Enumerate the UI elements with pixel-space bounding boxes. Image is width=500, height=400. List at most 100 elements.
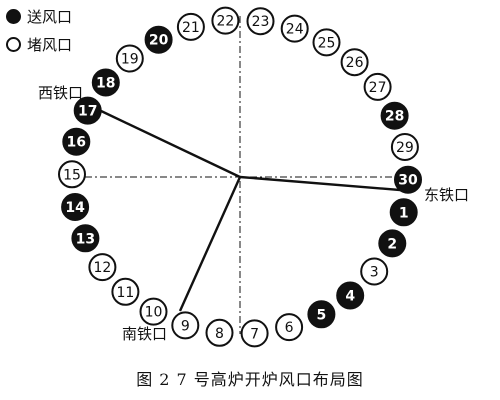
legend-supply-label: 送风口	[27, 8, 73, 26]
blocked-tuyere-circle	[211, 6, 240, 35]
tuyere-11: 11	[111, 277, 140, 306]
figure-caption: 图 2 7 号高炉开炉风口布局图	[136, 370, 364, 389]
tuyere-number: 2	[387, 236, 397, 252]
tuyere-number: 20	[149, 33, 169, 49]
tuyere-3: 3	[360, 257, 389, 286]
blocked-tuyere-circle	[240, 319, 269, 348]
tuyere-number: 26	[346, 55, 364, 71]
tuyere-23: 23	[246, 7, 275, 36]
tuyere-number: 18	[96, 76, 115, 92]
supply-tuyere-circle	[71, 224, 100, 253]
blocked-tuyere-circle	[340, 48, 369, 77]
blocked-tuyere-circle	[139, 297, 168, 326]
tuyere-number: 25	[318, 35, 336, 51]
west-taphole-line	[98, 108, 241, 179]
blocked-tuyere-circle	[280, 14, 309, 43]
tuyere-number: 29	[396, 140, 414, 156]
supply-tuyere-circle	[307, 300, 336, 329]
supply-tuyere-circle	[380, 101, 409, 130]
tuyere-number: 22	[216, 14, 234, 30]
tuyere-2: 2	[378, 229, 407, 258]
tuyere-number: 24	[286, 22, 304, 38]
supply-tuyere-circle	[73, 96, 102, 125]
tuyere-12: 12	[88, 253, 117, 282]
tuyere-number: 6	[285, 320, 294, 336]
supply-tuyere-circle	[62, 127, 91, 156]
east-taphole-line	[239, 175, 413, 193]
tuyere-7: 7	[240, 319, 269, 348]
tuyere-13: 13	[71, 224, 100, 253]
tuyere-number: 10	[145, 305, 163, 321]
tuyere-29: 29	[390, 133, 419, 161]
tuyere-22: 22	[211, 6, 240, 35]
tuyere-number: 14	[65, 200, 85, 216]
legend-blocked: 堵风口	[6, 34, 72, 55]
south-taphole-label: 南铁口	[122, 325, 168, 343]
blocked-tuyere-circle	[275, 313, 304, 342]
tuyere-number: 27	[369, 80, 387, 96]
open-circle-icon	[6, 37, 21, 52]
supply-tuyere-circle	[91, 68, 120, 97]
blocked-tuyere-circle	[360, 257, 389, 286]
tuyere-number: 1	[399, 205, 409, 221]
tuyere-number: 7	[250, 326, 259, 342]
tuyere-number: 23	[252, 14, 270, 30]
tuyere-4: 4	[336, 281, 365, 310]
blocked-tuyere-circle	[363, 72, 392, 101]
tuyere-20: 20	[144, 25, 173, 54]
tuyere-27: 27	[363, 72, 392, 101]
tuyere-number: 3	[370, 265, 379, 281]
blocked-tuyere-circle	[88, 253, 117, 282]
tuyere-9: 9	[171, 311, 200, 340]
tuyere-19: 19	[115, 44, 144, 73]
south-taphole-line	[178, 176, 242, 312]
blocked-tuyere-circle	[205, 318, 234, 347]
tuyere-number: 21	[182, 20, 200, 36]
tuyere-5: 5	[307, 300, 336, 329]
tuyere-number: 19	[121, 52, 139, 68]
blocked-tuyere-circle	[58, 160, 86, 189]
tuyere-30: 30	[394, 165, 422, 194]
tuyere-21: 21	[176, 12, 205, 41]
filled-circle-icon	[6, 9, 21, 24]
supply-tuyere-circle	[394, 165, 422, 194]
legend-blocked-label: 堵风口	[27, 36, 73, 54]
taphole-lines	[98, 108, 413, 312]
tuyere-1: 1	[389, 198, 418, 227]
blocked-tuyere-circle	[390, 133, 419, 161]
tuyere-26: 26	[340, 48, 369, 77]
tuyere-number: 16	[67, 135, 86, 151]
tuyere-24: 24	[280, 14, 309, 43]
tuyere-number: 9	[181, 318, 190, 334]
tuyere-number: 28	[385, 109, 404, 125]
tuyere-number: 8	[215, 326, 224, 342]
tuyere-number: 12	[93, 260, 111, 276]
blocked-tuyere-circle	[176, 12, 205, 41]
tuyere-25: 25	[312, 28, 341, 57]
tuyere-16: 16	[62, 127, 91, 156]
tuyere-17: 17	[73, 96, 102, 125]
tuyere-number: 4	[345, 289, 355, 305]
tuyere-8: 8	[205, 318, 234, 347]
blocked-tuyere-circle	[115, 44, 144, 73]
supply-tuyere-circle	[336, 281, 365, 310]
tuyere-28: 28	[380, 101, 409, 130]
tuyere-number: 11	[116, 285, 134, 301]
tuyere-number: 30	[398, 173, 418, 189]
tuyere-15: 15	[58, 160, 86, 189]
blocked-tuyere-circle	[111, 277, 140, 306]
tuyere-18: 18	[91, 68, 120, 97]
tuyere-number: 17	[78, 104, 97, 120]
tuyere-14: 14	[61, 193, 90, 221]
west-taphole-label: 西铁口	[38, 84, 84, 102]
tuyere-number: 5	[317, 307, 327, 323]
supply-tuyere-circle	[61, 193, 90, 221]
legend-supply: 送风口	[6, 6, 72, 27]
supply-tuyere-circle	[378, 229, 407, 258]
tuyere-number: 13	[76, 231, 95, 247]
blocked-tuyere-circle	[246, 7, 275, 36]
tuyere-10: 10	[139, 297, 168, 326]
supply-tuyere-circle	[389, 198, 418, 227]
